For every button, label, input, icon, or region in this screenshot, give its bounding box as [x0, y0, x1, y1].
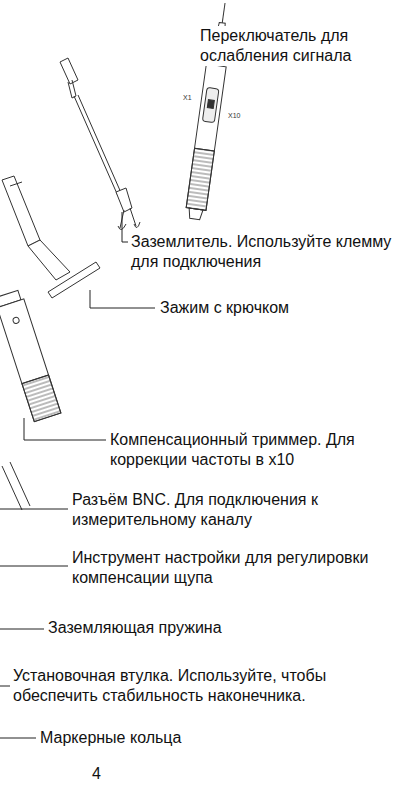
marker-rings-label: Маркерные кольца — [40, 728, 181, 748]
ground-lead — [60, 58, 140, 230]
attenuation-switch-label: Переключатель для ослабления сигнала — [200, 26, 392, 66]
switch-mark: X1 — [183, 94, 192, 102]
hook-clip-label: Зажим с крючком — [160, 298, 289, 318]
page-number: 4 — [92, 764, 101, 784]
ground-lead-label: Заземлитель. Используйте клемму для подк… — [131, 232, 403, 272]
sleeve-label: Установочная втулка. Используйте, чтобы … — [13, 666, 408, 706]
trimmer-label: Компенсационный триммер. Для коррекции ч… — [110, 430, 404, 470]
switch-mark: X10 — [228, 112, 240, 120]
probe-trimmer — [0, 289, 61, 421]
adjust-tool — [2, 462, 30, 510]
leader-lines — [0, 212, 155, 738]
ground-spring-label: Заземляющая пружина — [48, 618, 222, 638]
hook-clip — [2, 176, 100, 298]
adjust-tool-label: Инструмент настройки для регулировки ком… — [72, 548, 406, 588]
bnc-label: Разъём BNC. Для подключения к измеритель… — [72, 490, 406, 530]
